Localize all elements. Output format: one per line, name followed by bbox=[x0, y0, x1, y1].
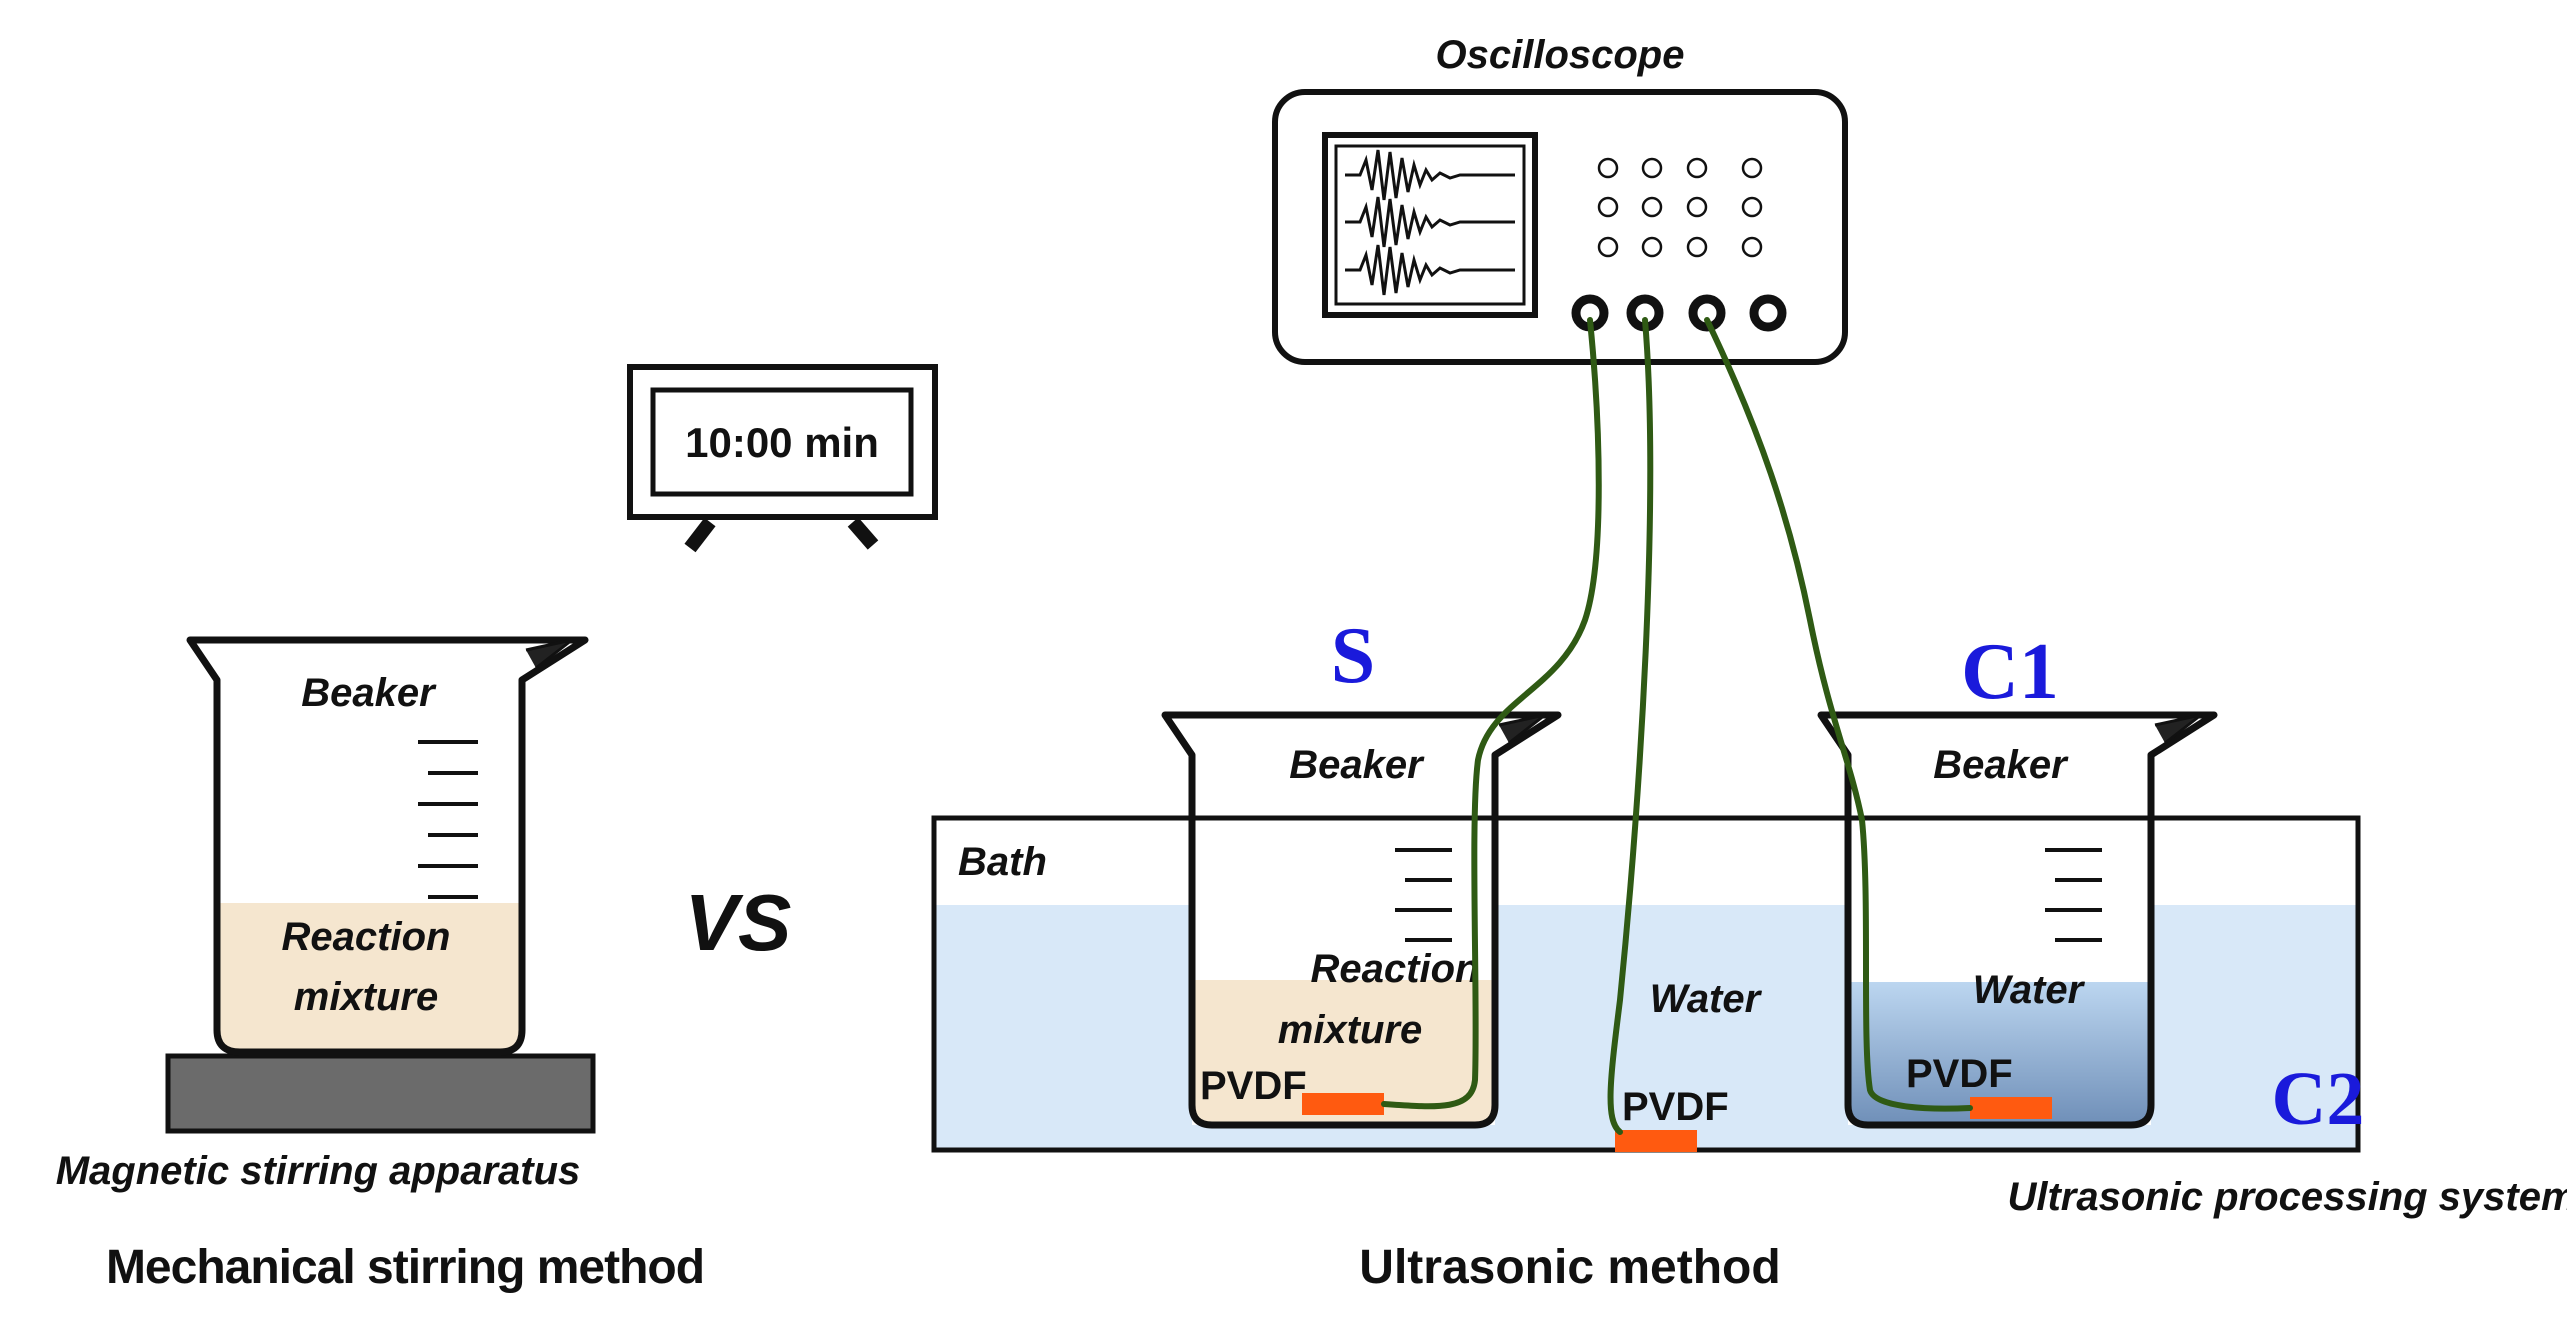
beaker-s-mixture-line2: mixture bbox=[1278, 1008, 1423, 1052]
cable-c1 bbox=[1704, 317, 1973, 1112]
graduations-c1 bbox=[2045, 848, 2102, 942]
beaker-c1-water bbox=[1848, 982, 2151, 1125]
beaker-left-label: Beaker bbox=[301, 671, 437, 715]
timer: 10:00 min bbox=[627, 364, 938, 553]
beaker-s-mixture bbox=[1192, 980, 1495, 1125]
beaker-s: S Beaker Reaction mixture PVDF bbox=[1161, 612, 1562, 1129]
pvdf-sensor-s bbox=[1302, 1093, 1384, 1115]
beaker-c1: C1 Beaker Water PVDF bbox=[1817, 628, 2218, 1129]
pvdf-s-label: PVDF bbox=[1200, 1064, 1307, 1108]
apparatus-label: Magnetic stirring apparatus bbox=[56, 1149, 581, 1193]
waveform-3 bbox=[1345, 244, 1515, 296]
vs-label: VS bbox=[685, 878, 792, 967]
oscilloscope: Oscilloscope bbox=[1272, 33, 1848, 365]
pvdf-c2-label: PVDF bbox=[1622, 1085, 1729, 1129]
magnetic-stir-plate bbox=[165, 1053, 596, 1134]
ultrasonic-method-label: Ultrasonic method bbox=[1359, 1241, 1780, 1294]
left-mixture-line2: mixture bbox=[294, 975, 439, 1019]
graduations-s bbox=[1395, 848, 1452, 942]
left-mixture-line1: Reaction bbox=[282, 915, 451, 959]
timer-leg-right bbox=[847, 517, 879, 550]
beaker-s-outline bbox=[1161, 711, 1562, 1129]
tag-c1: C1 bbox=[1961, 628, 2059, 716]
graduations-left bbox=[418, 740, 478, 899]
beaker-c1-water-label: Water bbox=[1973, 968, 2086, 1012]
cables bbox=[1381, 317, 1973, 1135]
cable-s bbox=[1381, 317, 1602, 1110]
cable-c2 bbox=[1607, 317, 1654, 1135]
pvdf-sensor-c2 bbox=[1615, 1130, 1697, 1152]
waveform-1 bbox=[1345, 149, 1515, 201]
beaker-left-spout bbox=[525, 638, 573, 670]
tag-s: S bbox=[1331, 612, 1376, 700]
beaker-s-mixture-line1: Reaction bbox=[1311, 947, 1480, 991]
reaction-mixture-fill bbox=[217, 903, 522, 1052]
knob-grid bbox=[1597, 157, 1763, 258]
timer-text: 10:00 min bbox=[685, 419, 879, 466]
ultrasonic-setup: Bath Water S Beaker Reaction mixture PVD… bbox=[931, 317, 2567, 1294]
bath-water-label: Water bbox=[1650, 977, 1763, 1021]
system-label: Ultrasonic processing system bbox=[2007, 1175, 2567, 1219]
pvdf-sensor-c1 bbox=[1970, 1097, 2052, 1119]
oscilloscope-label: Oscilloscope bbox=[1436, 33, 1685, 77]
beaker-s-label: Beaker bbox=[1289, 743, 1425, 787]
beaker-c1-label: Beaker bbox=[1933, 743, 2069, 787]
mechanical-method-label: Mechanical stirring method bbox=[106, 1241, 704, 1294]
pvdf-c1-label: PVDF bbox=[1906, 1052, 2013, 1096]
bath-label: Bath bbox=[958, 840, 1047, 884]
timer-leg-left bbox=[684, 517, 716, 553]
beaker-left bbox=[186, 636, 589, 1056]
mechanical-setup: Beaker Reaction mixture Magnetic stirrin… bbox=[56, 636, 705, 1294]
tag-c2: C2 bbox=[2272, 1057, 2365, 1141]
waveform-2 bbox=[1345, 196, 1515, 248]
beaker-c1-outline bbox=[1817, 711, 2218, 1129]
